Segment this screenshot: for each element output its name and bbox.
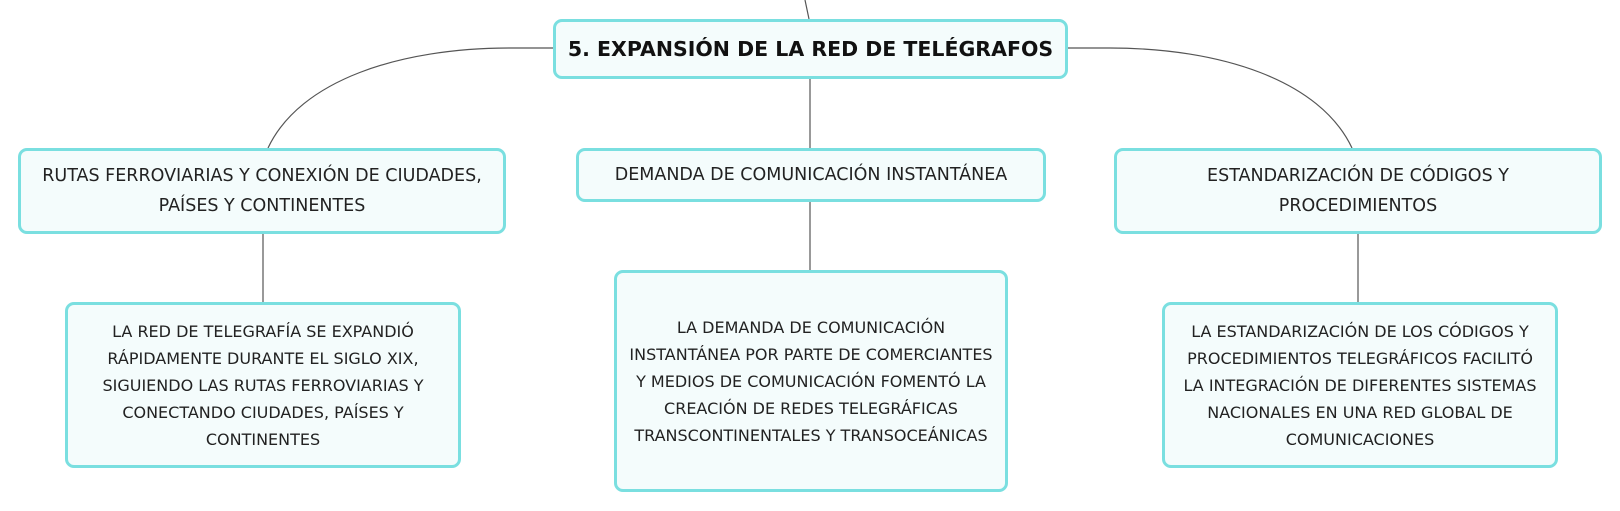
detail-instant-communication-demand[interactable]: LA DEMANDA DE COMUNICACIÓN INSTANTÁNEA P…: [614, 270, 1008, 492]
root-topic[interactable]: 5. EXPANSIÓN DE LA RED DE TELÉGRAFOS: [553, 19, 1068, 79]
detail-instant-communication-demand-text: LA DEMANDA DE COMUNICACIÓN INSTANTÁNEA P…: [629, 317, 993, 445]
connector-incoming: [804, 0, 810, 20]
detail-codes-standardization-text: LA ESTANDARIZACIÓN DE LOS CÓDIGOS Y PROC…: [1183, 321, 1537, 449]
detail-railway-routes-text: LA RED DE TELEGRAFÍA SE EXPANDIÓ RÁPIDAM…: [102, 321, 424, 449]
root-topic-label: 5. EXPANSIÓN DE LA RED DE TELÉGRAFOS: [567, 37, 1054, 61]
branch-codes-standardization[interactable]: ESTANDARIZACIÓN DE CÓDIGOS Y PROCEDIMIEN…: [1114, 148, 1602, 234]
branch-railway-routes-label: RUTAS FERROVIARIAS Y CONEXIÓN DE CIUDADE…: [42, 166, 482, 216]
branch-instant-communication-demand-label: DEMANDA DE COMUNICACIÓN INSTANTÁNEA: [614, 165, 1008, 185]
detail-codes-standardization[interactable]: LA ESTANDARIZACIÓN DE LOS CÓDIGOS Y PROC…: [1162, 302, 1558, 468]
branch-codes-standardization-label: ESTANDARIZACIÓN DE CÓDIGOS Y PROCEDIMIEN…: [1207, 166, 1509, 216]
branch-instant-communication-demand[interactable]: DEMANDA DE COMUNICACIÓN INSTANTÁNEA: [576, 148, 1046, 202]
connector-root-branch-3: [1068, 47, 1353, 149]
connector-root-branch-1: [267, 47, 553, 149]
branch-railway-routes[interactable]: RUTAS FERROVIARIAS Y CONEXIÓN DE CIUDADE…: [18, 148, 506, 234]
detail-railway-routes[interactable]: LA RED DE TELEGRAFÍA SE EXPANDIÓ RÁPIDAM…: [65, 302, 461, 468]
